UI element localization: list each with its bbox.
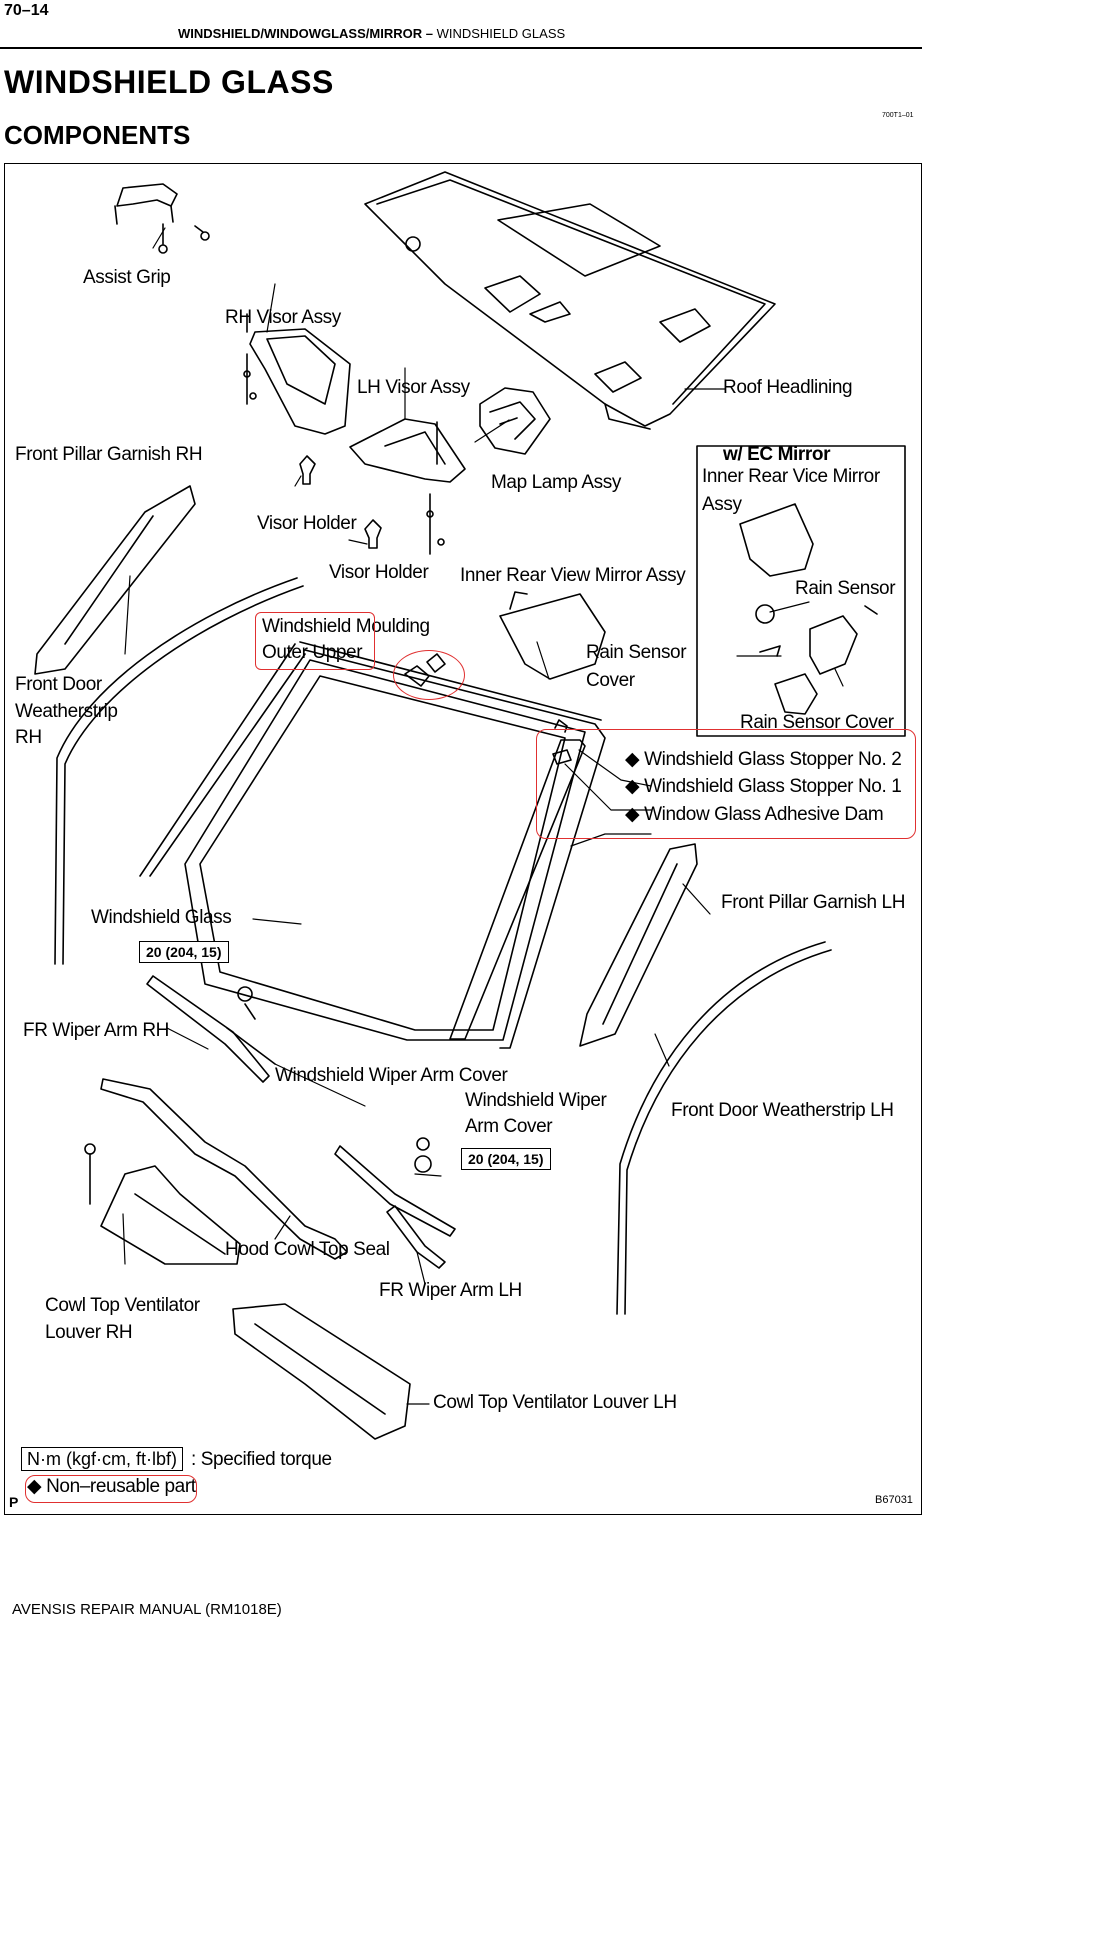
windshield-moulding-part bbox=[139, 641, 606, 1049]
label-adhesive-dam-text: Window Glass Adhesive Dam bbox=[644, 804, 884, 825]
legend-torque-units: N·m (kgf·cm, ft·lbf) bbox=[21, 1447, 183, 1471]
cowl-louver-lh-part bbox=[232, 1303, 411, 1440]
label-visor-holder-2: Visor Holder bbox=[329, 562, 429, 583]
label-adhesive-dam: ◆ Window Glass Adhesive Dam bbox=[625, 804, 884, 826]
label-front-pillar-lh: Front Pillar Garnish LH bbox=[721, 892, 906, 913]
header-rule bbox=[0, 47, 922, 49]
label-front-pillar-rh: Front Pillar Garnish RH bbox=[15, 444, 203, 465]
label-assist-grip: Assist Grip bbox=[83, 267, 171, 288]
fr-wiper-arm-rh-part bbox=[146, 975, 276, 1083]
label-stopper-2: ◆ Windshield Glass Stopper No. 2 bbox=[625, 749, 902, 771]
figure-prefix: P bbox=[9, 1494, 19, 1510]
front-pillar-lh-part bbox=[579, 843, 698, 1047]
label-stopper-1-text: Windshield Glass Stopper No. 1 bbox=[644, 776, 902, 797]
page-number: 70–14 bbox=[4, 2, 49, 19]
label-rain-sensor-cover-ec: Rain Sensor Cover bbox=[740, 712, 894, 733]
fr-wiper-arm-lh-part bbox=[334, 1137, 456, 1269]
rh-visor-part bbox=[243, 313, 351, 435]
lh-visor-part bbox=[349, 418, 466, 555]
label-inner-mirror: Inner Rear View Mirror Assy bbox=[460, 565, 686, 586]
label-rain-sensor: Rain Sensor bbox=[795, 578, 896, 599]
label-wiper-cover-lh-line1: Windshield Wiper bbox=[465, 1090, 607, 1111]
label-roof-headlining: Roof Headlining bbox=[723, 377, 853, 398]
torque-spec-rh: 20 (204, 15) bbox=[139, 941, 229, 963]
map-lamp-part bbox=[479, 387, 551, 455]
label-fr-wiper-lh: FR Wiper Arm LH bbox=[379, 1280, 522, 1301]
highlight-non-reusable-legend bbox=[25, 1475, 197, 1503]
label-ec-title: w/ EC Mirror bbox=[723, 444, 831, 465]
roof-headlining-part bbox=[364, 171, 776, 430]
label-wiper-cover-lh-line2: Arm Cover bbox=[465, 1116, 553, 1137]
visor-holder-parts bbox=[299, 455, 382, 549]
cowl-louver-rh-part bbox=[84, 1143, 241, 1265]
footer: AVENSIS REPAIR MANUAL (RM1018E) bbox=[12, 1601, 282, 1618]
label-cowl-lh: Cowl Top Ventilator Louver LH bbox=[433, 1392, 677, 1413]
windshield-glass-part bbox=[184, 659, 586, 1041]
document-id: 700T1–01 bbox=[882, 112, 914, 119]
label-lh-visor: LH Visor Assy bbox=[357, 377, 470, 398]
leader-lines bbox=[122, 227, 844, 1405]
label-ec-mirror-line1: Inner Rear Vice Mirror bbox=[702, 466, 880, 487]
label-ec-mirror-line2: Assy bbox=[702, 494, 742, 515]
label-cowl-rh-line2: Louver RH bbox=[45, 1322, 133, 1343]
label-cowl-rh-line1: Cowl Top Ventilator bbox=[45, 1295, 200, 1316]
highlight-stoppers-dam bbox=[536, 729, 916, 839]
front-door-weatherstrip-rh-part bbox=[54, 577, 304, 965]
label-map-lamp: Map Lamp Assy bbox=[491, 472, 621, 493]
label-rh-visor: RH Visor Assy bbox=[225, 307, 341, 328]
assist-grip-part bbox=[114, 183, 210, 254]
label-front-door-rh-line1: Front Door bbox=[15, 674, 102, 695]
components-diagram: Assist Grip RH Visor Assy LH Visor Assy … bbox=[4, 163, 922, 1515]
section-name: WINDSHIELD/WINDOWGLASS/MIRROR bbox=[178, 26, 423, 41]
label-front-door-lh: Front Door Weatherstrip LH bbox=[671, 1100, 894, 1121]
page-title: WINDSHIELD GLASS bbox=[4, 64, 334, 100]
label-rain-cover-line1: Rain Sensor bbox=[586, 642, 687, 663]
ec-mirror-box bbox=[696, 445, 906, 737]
front-pillar-rh-part bbox=[34, 485, 196, 675]
figure-id: B67031 bbox=[875, 1494, 913, 1506]
label-fr-wiper-rh: FR Wiper Arm RH bbox=[23, 1020, 170, 1041]
legend-torque-text: : Specified torque bbox=[191, 1449, 332, 1470]
label-front-door-rh-line3: RH bbox=[15, 727, 42, 748]
section-header: WINDSHIELD/WINDOWGLASS/MIRROR – WINDSHIE… bbox=[178, 26, 565, 41]
inner-mirror-part bbox=[499, 591, 606, 680]
hood-cowl-top-seal-part bbox=[100, 1078, 348, 1260]
label-moulding-line2: Outer Upper bbox=[262, 642, 363, 663]
label-moulding-line1: Windshield Moulding bbox=[262, 616, 430, 637]
label-visor-holder-1: Visor Holder bbox=[257, 513, 357, 534]
label-stopper-2-text: Windshield Glass Stopper No. 2 bbox=[644, 749, 902, 770]
highlight-moulding-part bbox=[393, 650, 465, 700]
label-stopper-1: ◆ Windshield Glass Stopper No. 1 bbox=[625, 776, 902, 798]
legend-non-reusable-text: Non–reusable part bbox=[46, 1476, 196, 1497]
non-reusable-icon: ◆ bbox=[625, 749, 640, 770]
non-reusable-icon: ◆ bbox=[625, 804, 640, 825]
front-door-weatherstrip-lh-part bbox=[616, 941, 832, 1315]
highlight-moulding-label bbox=[255, 612, 375, 670]
page-subtitle: COMPONENTS bbox=[4, 120, 191, 150]
label-windshield-glass: Windshield Glass bbox=[91, 907, 232, 928]
label-front-door-rh-line2: Weatherstrip bbox=[15, 701, 118, 722]
non-reusable-icon: ◆ bbox=[625, 776, 640, 797]
subsection-name: WINDSHIELD GLASS bbox=[436, 26, 566, 41]
section-separator: – bbox=[425, 26, 433, 41]
label-hood-seal: Hood Cowl Top Seal bbox=[225, 1239, 390, 1260]
label-rain-cover-line2: Cover bbox=[586, 670, 635, 691]
label-wiper-cover-rh: Windshield Wiper Arm Cover bbox=[275, 1065, 508, 1086]
torque-spec-lh: 20 (204, 15) bbox=[461, 1148, 551, 1170]
